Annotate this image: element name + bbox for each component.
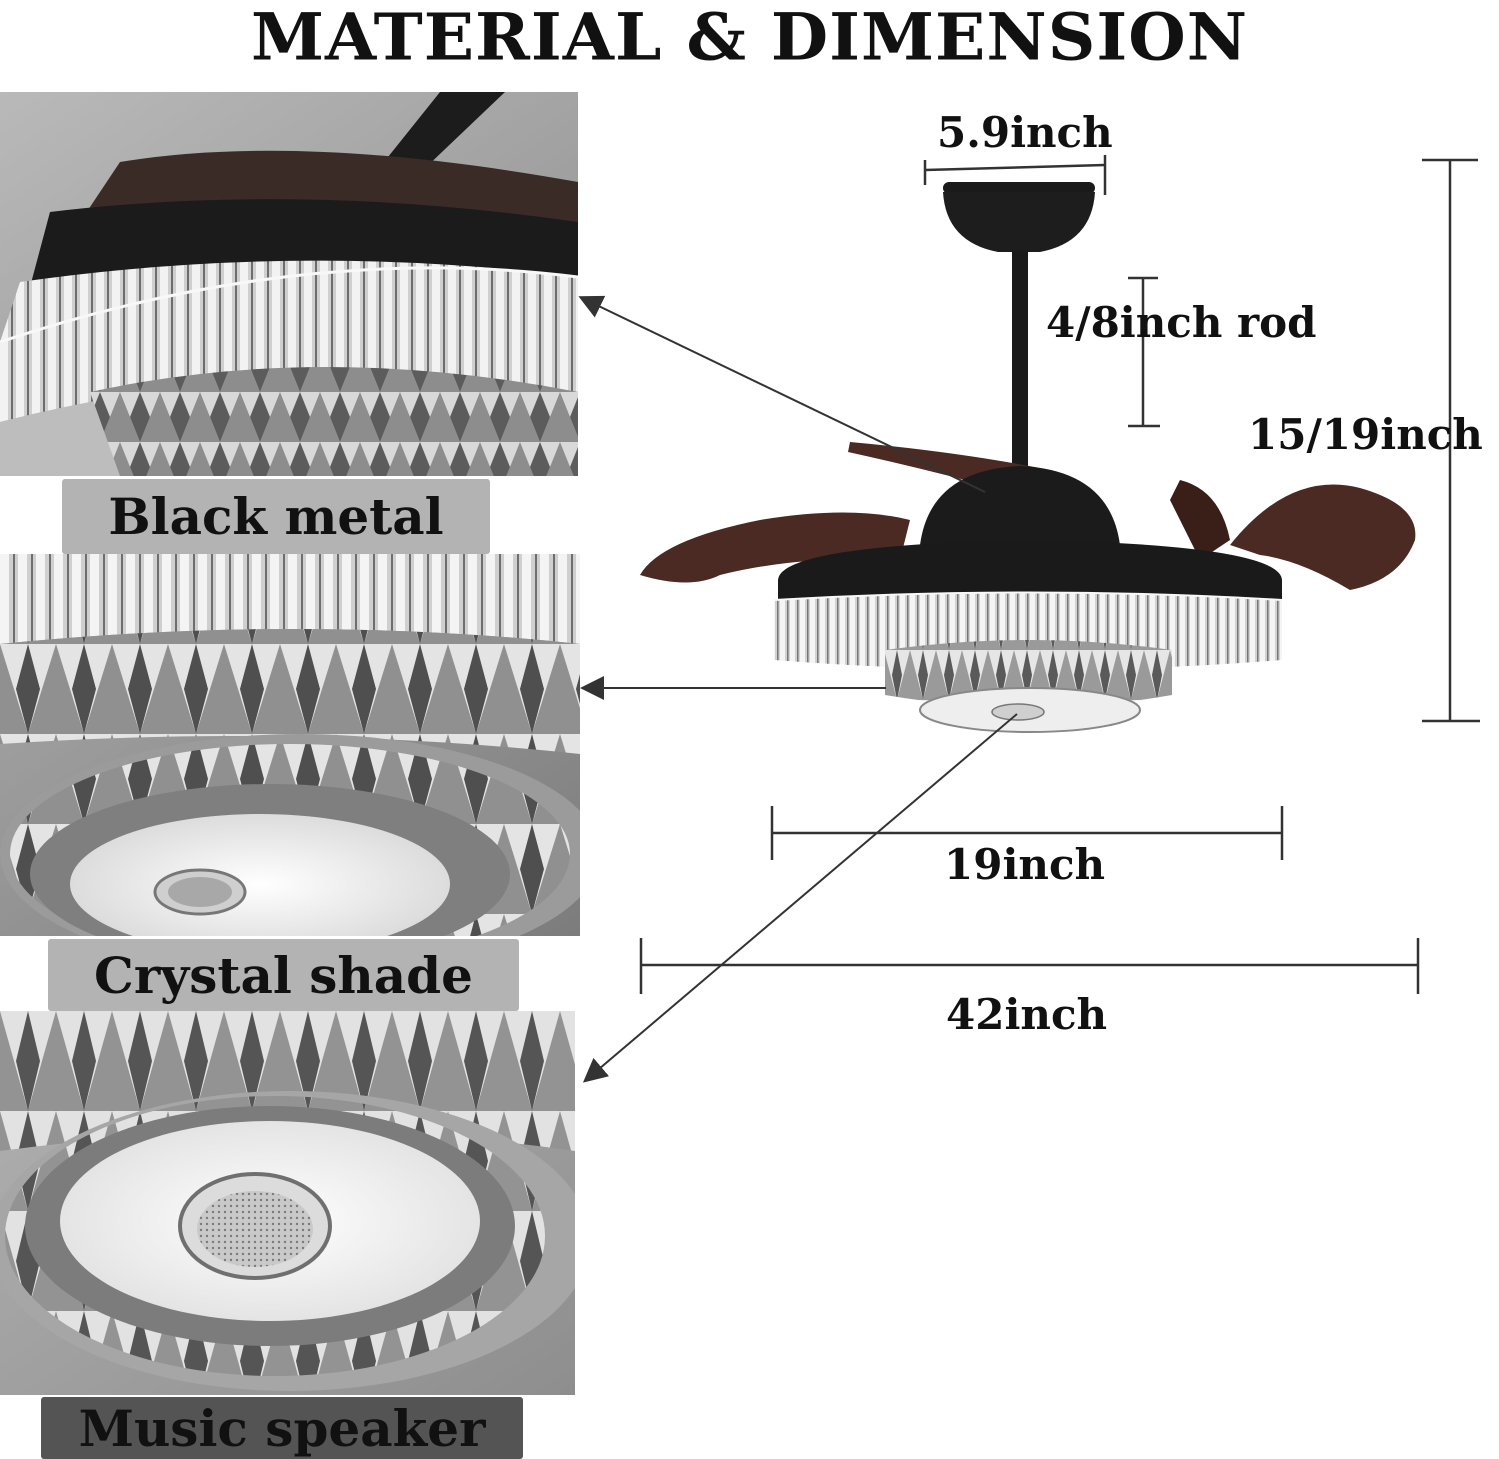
arrow-music-speaker (582, 713, 1018, 1083)
music-speaker-label: Music speaker (41, 1397, 523, 1459)
canopy-dimension-label: 5.9inch (937, 108, 1113, 157)
black-metal-photo (0, 92, 578, 476)
dimension-canopy-line (923, 155, 1107, 195)
retracted-width-label: 19inch (944, 840, 1106, 889)
extended-width-label: 42inch (946, 990, 1108, 1039)
fan-black-metal-ring (778, 540, 1282, 600)
crystal-shade-label: Crystal shade (48, 939, 519, 1011)
fan-downrod (1012, 250, 1028, 478)
arrow-black-metal (578, 295, 986, 493)
dimension-extended-width-line (639, 938, 1420, 994)
rod-dimension-label: 4/8inch rod (1046, 298, 1317, 347)
page-title: MATERIAL & DIMENSION (250, 0, 1249, 76)
height-dimension-label: 15/19inch (1248, 410, 1483, 459)
fan-canopy (943, 182, 1095, 252)
fan-blades (640, 442, 1416, 590)
music-speaker-photo (0, 1011, 575, 1395)
dimension-height-line (1422, 158, 1480, 723)
dimension-rod-line (1128, 276, 1160, 428)
crystal-shade-photo (0, 554, 580, 936)
dimension-retracted-width-line (770, 806, 1284, 860)
black-metal-label: Black metal (62, 479, 490, 554)
fan-motor-housing (920, 466, 1120, 545)
fan-crystal-inner-tier (885, 640, 1172, 708)
